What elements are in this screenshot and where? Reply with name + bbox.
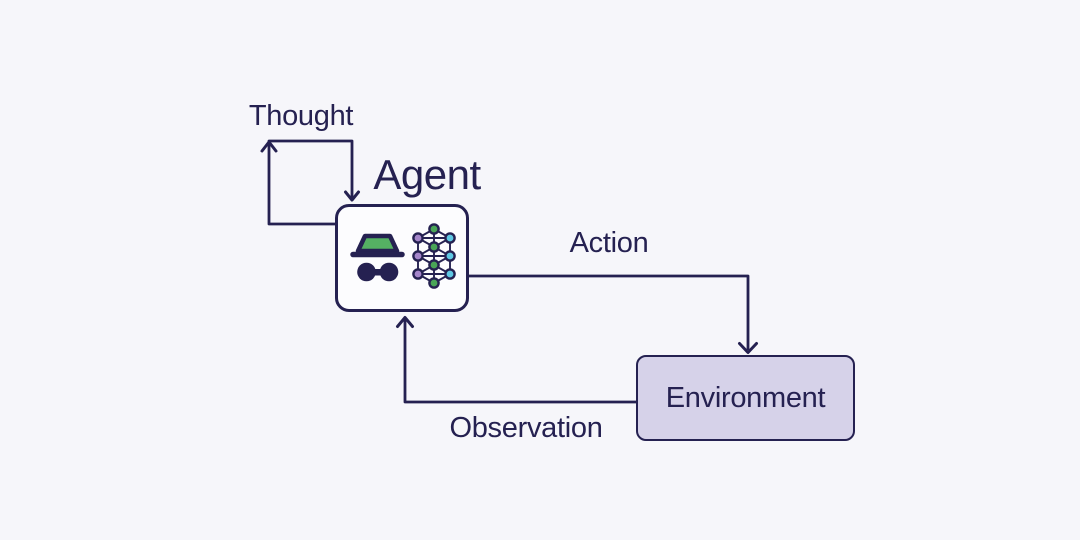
incognito-icon — [349, 233, 405, 282]
action-arrowhead-icon — [738, 342, 758, 354]
thought-loop-arrowhead-up-icon — [260, 140, 278, 153]
environment-label: Environment — [665, 381, 826, 414]
agent-node — [335, 204, 469, 312]
action-label: Action — [569, 227, 649, 259]
environment-node: Environment — [636, 355, 855, 441]
observation-label: Observation — [449, 412, 603, 444]
observation-arrowhead-icon — [396, 316, 414, 328]
thought-loop-arrowhead-down-icon — [344, 190, 360, 202]
neural-network-icon — [411, 223, 456, 289]
action-path — [469, 274, 750, 350]
thought-label: Thought — [248, 100, 354, 132]
observation-path — [403, 320, 636, 404]
agent-label: Agent — [373, 151, 481, 198]
